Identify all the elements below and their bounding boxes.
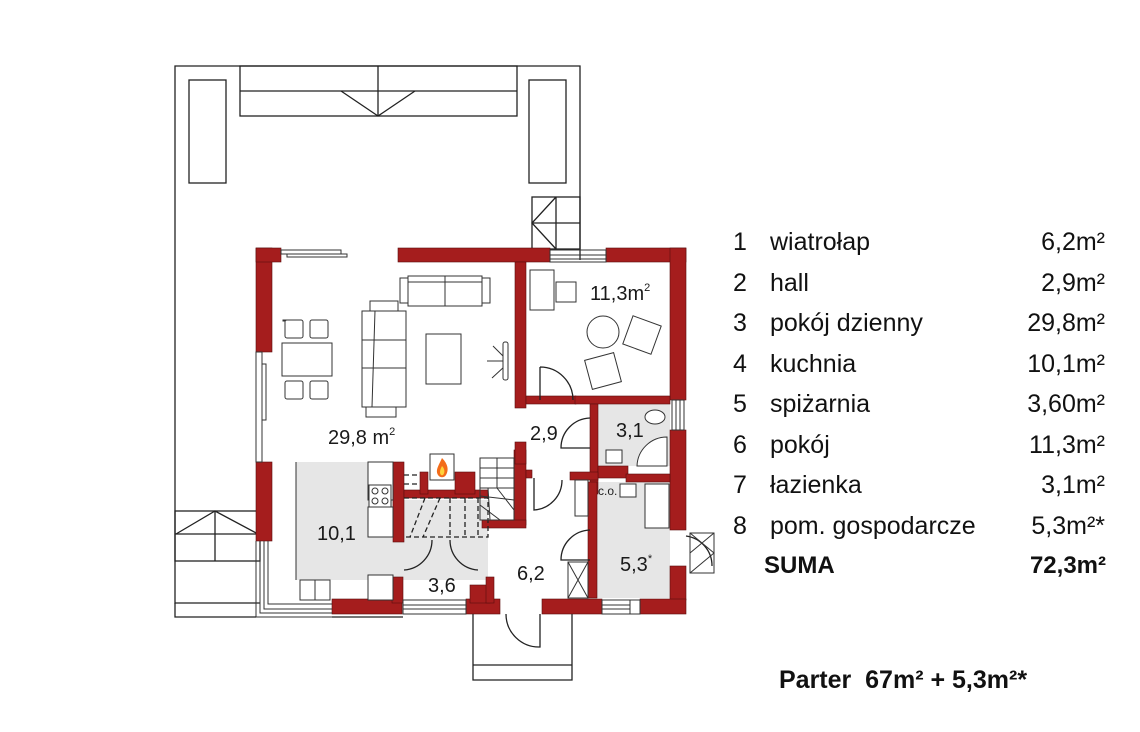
legend-num: 1 — [733, 228, 747, 256]
floor-area-summary: Parter 67m² + 5,3m²* — [779, 666, 1028, 694]
room-label-pantry: 3,6 — [428, 575, 456, 597]
legend-sum-row: SUMA 72,3m² — [733, 550, 1123, 591]
room-label-utility: 5,3* — [620, 553, 653, 576]
legend-num: 2 — [733, 268, 747, 297]
room-label-kitchen: 10,1 — [317, 523, 356, 545]
legend-row: 5 spiżarnia 3,60m² — [733, 388, 1123, 429]
legend-room-area: 5,3m²* — [1031, 511, 1105, 540]
room-label-bedroom: 11,3m2 — [590, 282, 650, 305]
legend-room-area: 10,1m² — [1027, 349, 1105, 378]
legend-room-area: 11,3m² — [1029, 430, 1105, 459]
stairs — [404, 457, 515, 538]
legend-num: 5 — [733, 390, 747, 418]
legend-room-name: hall — [770, 268, 809, 297]
legend-row: 4 kuchnia 10,1m² — [733, 348, 1123, 389]
legend-room-name: spiżarnia — [770, 390, 871, 418]
bathroom-fixtures — [567, 409, 670, 599]
fireplace-icon — [429, 453, 455, 481]
legend-num: 8 — [733, 511, 747, 540]
room-label-vestibule: 6,2 — [517, 563, 545, 585]
legend-num: 3 — [733, 309, 747, 337]
legend-room-name: pokój dzienny — [770, 309, 923, 337]
legend-num: 4 — [733, 349, 747, 378]
grey-floors — [296, 404, 670, 598]
legend-num: 6 — [733, 430, 747, 459]
room-legend: 1 wiatrołap 6,2m² 2 hall 2,9m² 3 pokój d… — [733, 226, 1123, 591]
windows — [255, 249, 685, 618]
room-label-bathroom: 3,1 — [616, 420, 644, 442]
terrace-outline — [174, 65, 581, 604]
legend-room-area: 6,2m² — [1041, 228, 1105, 256]
legend-row: 2 hall 2,9m² — [733, 267, 1123, 308]
legend-row: 7 łazienka 3,1m² — [733, 469, 1123, 510]
kitchen-fixtures — [295, 461, 394, 601]
legend-num: 7 — [733, 471, 747, 499]
legend-room-area: 2,9m² — [1041, 268, 1105, 297]
room-label-boiler: c.o. — [598, 484, 617, 498]
legend-room-name: łazienka — [770, 471, 862, 499]
room-label-hall: 2,9 — [530, 423, 558, 445]
legend-room-name: pom. gospodarcze — [770, 511, 976, 540]
living-furniture — [281, 275, 509, 418]
legend-row: 6 pokój 11,3m² — [733, 429, 1123, 470]
legend-room-area: 3,60m² — [1027, 390, 1105, 418]
room-label-living: 29,8 m2 — [328, 426, 395, 449]
legend-room-name: pokój — [770, 430, 830, 459]
legend-room-name: kuchnia — [770, 349, 857, 378]
legend-room-area: 29,8m² — [1027, 309, 1105, 337]
bedroom-furniture — [529, 269, 662, 390]
legend-room-area: 3,1m² — [1041, 471, 1105, 499]
legend-row: 8 pom. gospodarcze 5,3m²* — [733, 510, 1123, 551]
walls — [255, 247, 687, 615]
legend-row: 3 pokój dzienny 29,8m² — [733, 307, 1123, 348]
doors — [403, 366, 715, 648]
legend-sum-area: 72,3m² — [1029, 552, 1106, 579]
legend-sum-label: SUMA — [764, 552, 835, 579]
legend-row: 1 wiatrołap 6,2m² — [733, 226, 1123, 267]
legend-room-name: wiatrołap — [770, 228, 871, 256]
